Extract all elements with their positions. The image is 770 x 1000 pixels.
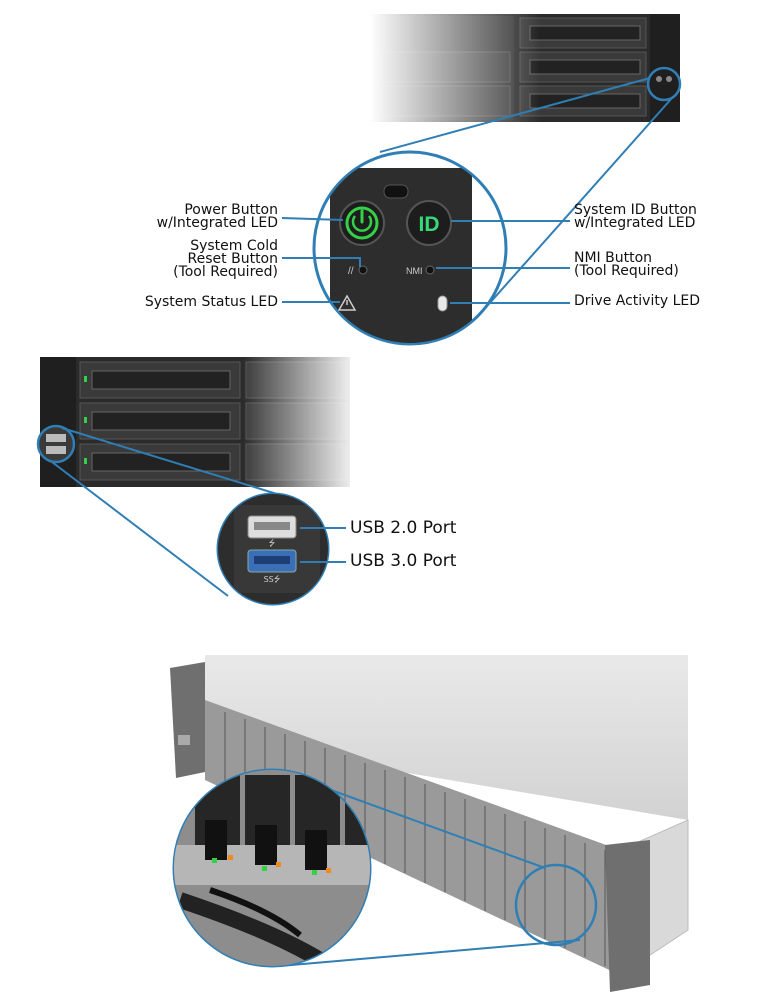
drive-bay-zoom bbox=[172, 768, 372, 968]
drive-activity-led bbox=[437, 295, 448, 312]
server-front-middle bbox=[40, 350, 360, 495]
cold-reset-button[interactable] bbox=[358, 265, 368, 275]
usb-3-port[interactable]: SS⭍ bbox=[247, 549, 297, 584]
cold-reset-label: System Cold Reset Button (Tool Required) bbox=[173, 238, 278, 280]
usb-icon: ⭍ bbox=[269, 539, 276, 548]
reset-mark: // bbox=[348, 266, 354, 277]
status-led-label: System Status LED bbox=[144, 294, 278, 310]
usb-ss-icon: SS⭍ bbox=[264, 575, 281, 584]
control-panel-zoom bbox=[312, 150, 508, 346]
warning-triangle-icon bbox=[337, 294, 357, 311]
power-button[interactable] bbox=[339, 200, 385, 246]
usb-highlight bbox=[36, 424, 76, 464]
usb-zoom bbox=[216, 492, 330, 606]
drive-activity-label: Drive Activity LED bbox=[574, 293, 701, 309]
server-front-top bbox=[370, 0, 680, 130]
power-button-label: Power Button w/Integrated LED bbox=[156, 202, 278, 231]
drive-led-highlight bbox=[514, 863, 598, 947]
nmi-text: NMI bbox=[406, 266, 423, 276]
nmi-label: NMI Button (Tool Required) bbox=[574, 250, 679, 279]
usb3-label: USB 3.0 Port bbox=[350, 551, 457, 571]
nmi-button[interactable] bbox=[425, 265, 435, 275]
system-id-button[interactable]: ID bbox=[406, 200, 452, 246]
release-latch-icon bbox=[177, 892, 325, 966]
id-button-text: ID bbox=[419, 213, 440, 236]
control-panel-highlight bbox=[646, 66, 682, 102]
usb2-label: USB 2.0 Port bbox=[350, 518, 457, 538]
usb-2-port[interactable]: ⭍ bbox=[247, 515, 297, 548]
system-id-label: System ID Button w/Integrated LED bbox=[574, 202, 697, 231]
